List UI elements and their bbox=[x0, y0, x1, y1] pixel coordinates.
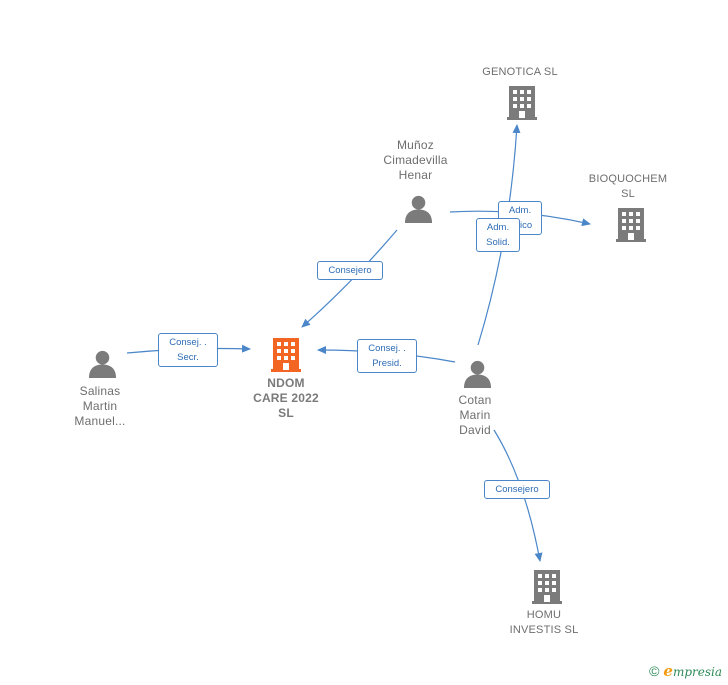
copyright-icon: © bbox=[649, 663, 660, 679]
node-label-munoz[interactable]: Muñoz Cimadevilla Henar bbox=[383, 138, 448, 182]
node-label-genotica[interactable]: GENOTICA SL bbox=[482, 66, 558, 78]
company-icon-homu[interactable] bbox=[532, 570, 562, 604]
company-icon-genotica[interactable] bbox=[507, 86, 537, 120]
person-icon-cotan[interactable] bbox=[463, 360, 492, 388]
node-label-bioquochem[interactable]: BIOQUOCHEM SL bbox=[588, 173, 668, 200]
edge-label-cotan-homu: Consejero bbox=[484, 480, 550, 499]
empresia-logo[interactable]: © empresia bbox=[649, 662, 722, 680]
edge-label-salinas-ndom: Consej. . Secr. bbox=[158, 333, 218, 367]
node-label-ndom[interactable]: NDOM CARE 2022 SL bbox=[253, 376, 319, 420]
brand-text: mpresia bbox=[672, 665, 722, 679]
edge-munoz-ndom bbox=[301, 229, 398, 328]
node-label-cotan[interactable]: Cotan Marin David bbox=[458, 393, 492, 437]
company-icon-bioquochem[interactable] bbox=[616, 208, 646, 242]
brand-e: e bbox=[663, 662, 673, 680]
person-icon-munoz[interactable] bbox=[404, 195, 433, 223]
edge-label-munoz-ndom: Consejero bbox=[317, 261, 383, 280]
edge-label-cotan-ndom: Consej. . Presid. bbox=[357, 339, 417, 373]
node-label-salinas[interactable]: Salinas Martin Manuel... bbox=[74, 384, 126, 428]
node-label-homu[interactable]: HOMU INVESTIS SL bbox=[509, 609, 579, 636]
person-icon-salinas[interactable] bbox=[88, 350, 117, 378]
edge-label-cotan-genotica: Adm. Solid. bbox=[476, 218, 520, 252]
company-icon-ndom[interactable] bbox=[271, 338, 301, 372]
